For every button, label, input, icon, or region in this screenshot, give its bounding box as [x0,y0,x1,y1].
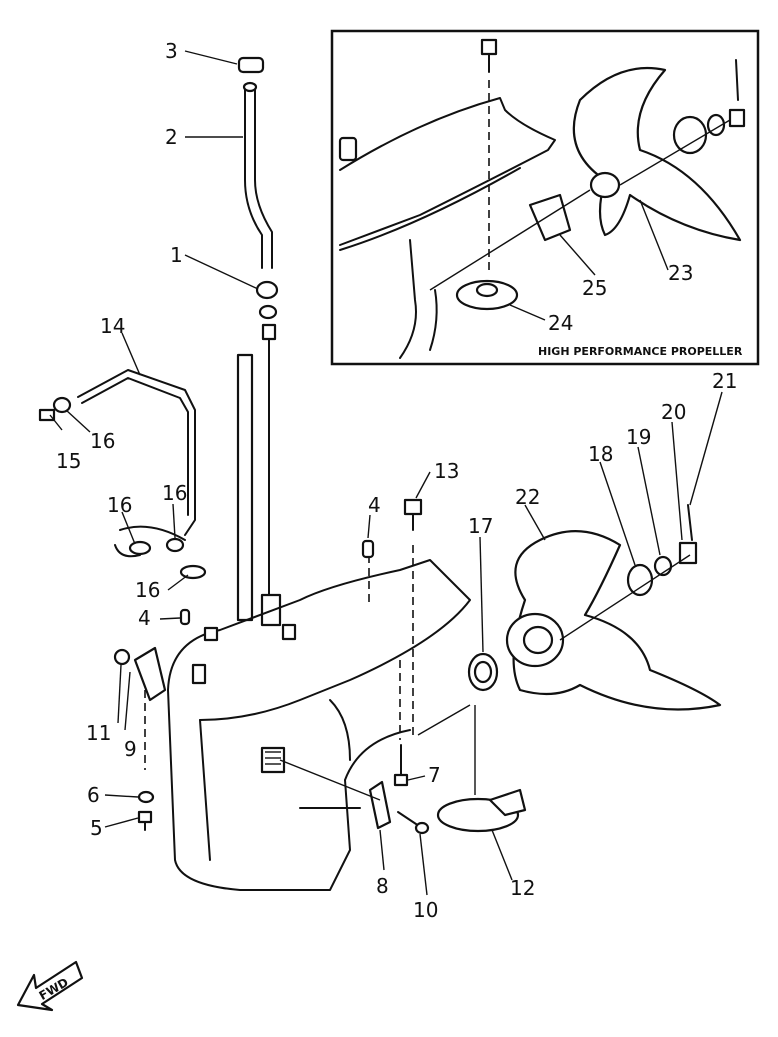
callout-4-a: 4 [138,606,151,630]
callout-24: 24 [548,311,573,335]
callout-12: 12 [510,876,535,900]
leader-lines [49,50,723,896]
lower-unit-case [144,545,471,891]
callout-23: 23 [668,261,693,285]
callout-11: 11 [86,721,111,745]
callout-5: 5 [90,816,103,840]
callout-7: 7 [428,763,441,787]
callout-16-a: 16 [90,429,115,453]
callout-2: 2 [165,125,178,149]
callout-labels: 3 2 1 14 16 15 16 16 16 4 4 13 17 22 18 … [56,39,743,922]
fwd-arrow: FWD [16,960,84,1012]
inset-caption: HIGH PERFORMANCE PROPELLER [538,345,743,358]
small-parts [113,498,527,835]
callout-18: 18 [588,442,613,466]
callout-16-b: 16 [107,493,132,517]
callout-22: 22 [515,485,540,509]
callout-14: 14 [100,314,125,338]
callout-15: 15 [56,449,81,473]
callout-10: 10 [413,898,438,922]
callout-8: 8 [376,874,389,898]
callout-19: 19 [626,425,651,449]
main-propeller [505,504,722,711]
callout-21: 21 [712,369,737,393]
callout-20: 20 [661,400,686,424]
callout-3: 3 [165,39,178,63]
callout-17: 17 [468,514,493,538]
inset-high-performance-propeller [330,29,760,366]
callout-6: 6 [87,783,100,807]
callout-25: 25 [582,276,607,300]
callout-16-c: 16 [162,481,187,505]
callout-4-b: 4 [368,493,381,517]
callout-16-d: 16 [135,578,160,602]
hose-assembly [38,369,207,580]
callout-13: 13 [434,459,459,483]
callout-1: 1 [170,243,183,267]
callout-9: 9 [124,737,137,761]
water-tube-assembly [236,56,282,627]
